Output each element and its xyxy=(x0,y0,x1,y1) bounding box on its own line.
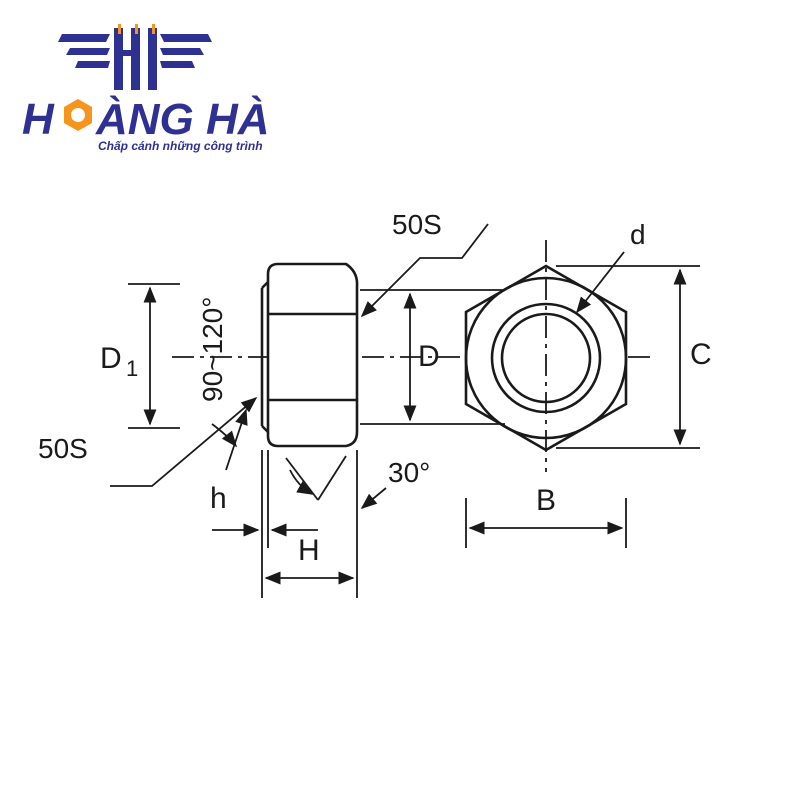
logo-accents xyxy=(118,24,155,34)
nut-side-view xyxy=(260,262,359,448)
label-chamfer-left: 50S xyxy=(38,433,88,464)
logo-mark-icon xyxy=(58,28,212,90)
label-angle-range: 90~120° xyxy=(197,297,228,402)
brand-logo: H ÀNG HÀ Chấp cánh những công trình xyxy=(22,24,270,153)
dimensions xyxy=(110,223,700,598)
brand-tagline: Chấp cánh những công trình xyxy=(98,139,263,153)
hex-nut-logo-icon xyxy=(64,99,92,131)
label-across-corners: C xyxy=(690,338,712,371)
brand-name-part2: ÀNG HÀ xyxy=(95,94,270,144)
label-d1-subscript: 1 xyxy=(126,356,138,381)
label-d1: D xyxy=(100,342,122,375)
label-chamfer-top: 50S xyxy=(392,209,442,240)
label-height-H: H xyxy=(298,534,320,567)
label-bore-d: d xyxy=(630,219,646,250)
label-height-h-small: h xyxy=(210,482,227,515)
label-across-flats: B xyxy=(536,484,556,517)
label-diameter-d: D xyxy=(418,340,440,373)
brand-name-part1: H xyxy=(22,95,55,144)
label-angle-30: 30° xyxy=(388,457,430,488)
dimension-labels: D 1 90~120° 50S 50S D d C B h H 30° xyxy=(38,209,712,567)
